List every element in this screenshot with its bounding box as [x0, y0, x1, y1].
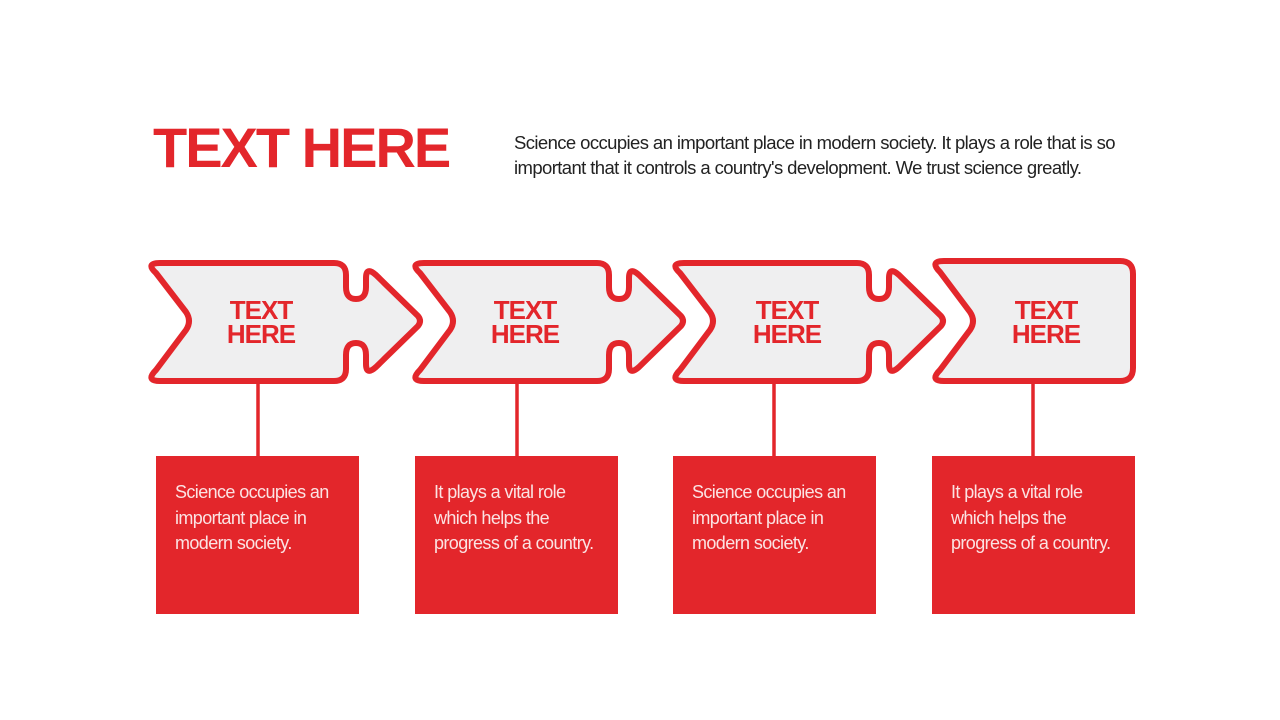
step-2-description-box: It plays a vital role which helps the pr…	[415, 456, 618, 614]
step-4-label: TEXT HERE	[966, 295, 1126, 349]
step-1-description: Science occupies an important place in m…	[175, 482, 329, 553]
step-2-label: TEXT HERE	[445, 295, 605, 349]
step-1-label-line1: TEXT	[229, 295, 293, 325]
step-2-description: It plays a vital role which helps the pr…	[434, 482, 594, 553]
intro-paragraph: Science occupies an important place in m…	[514, 132, 1116, 178]
step-1-label-line2: HERE	[226, 319, 296, 349]
step-3-arrow-shape	[672, 260, 946, 384]
step-1-label: TEXT HERE	[181, 295, 341, 349]
step-4-description-box: It plays a vital role which helps the pr…	[932, 456, 1135, 614]
step-1-description-box: Science occupies an important place in m…	[156, 456, 359, 614]
step-4-label-line1: TEXT	[1014, 295, 1078, 325]
step-3-label-line1: TEXT	[755, 295, 819, 325]
step-3-label-line2: HERE	[752, 319, 822, 349]
step-2-arrow-shape	[412, 260, 686, 384]
step-3-description: Science occupies an important place in m…	[692, 482, 846, 553]
step-3-description-box: Science occupies an important place in m…	[673, 456, 876, 614]
step-3-label: TEXT HERE	[707, 295, 867, 349]
step-4-end-shape	[932, 258, 1136, 384]
step-2-label-line1: TEXT	[493, 295, 557, 325]
page-title: TEXT HERE	[153, 116, 451, 179]
step-2-label-line2: HERE	[490, 319, 560, 349]
step-1-arrow-shape	[148, 260, 423, 384]
step-4-label-line2: HERE	[1011, 319, 1081, 349]
step-4-description: It plays a vital role which helps the pr…	[951, 482, 1111, 553]
